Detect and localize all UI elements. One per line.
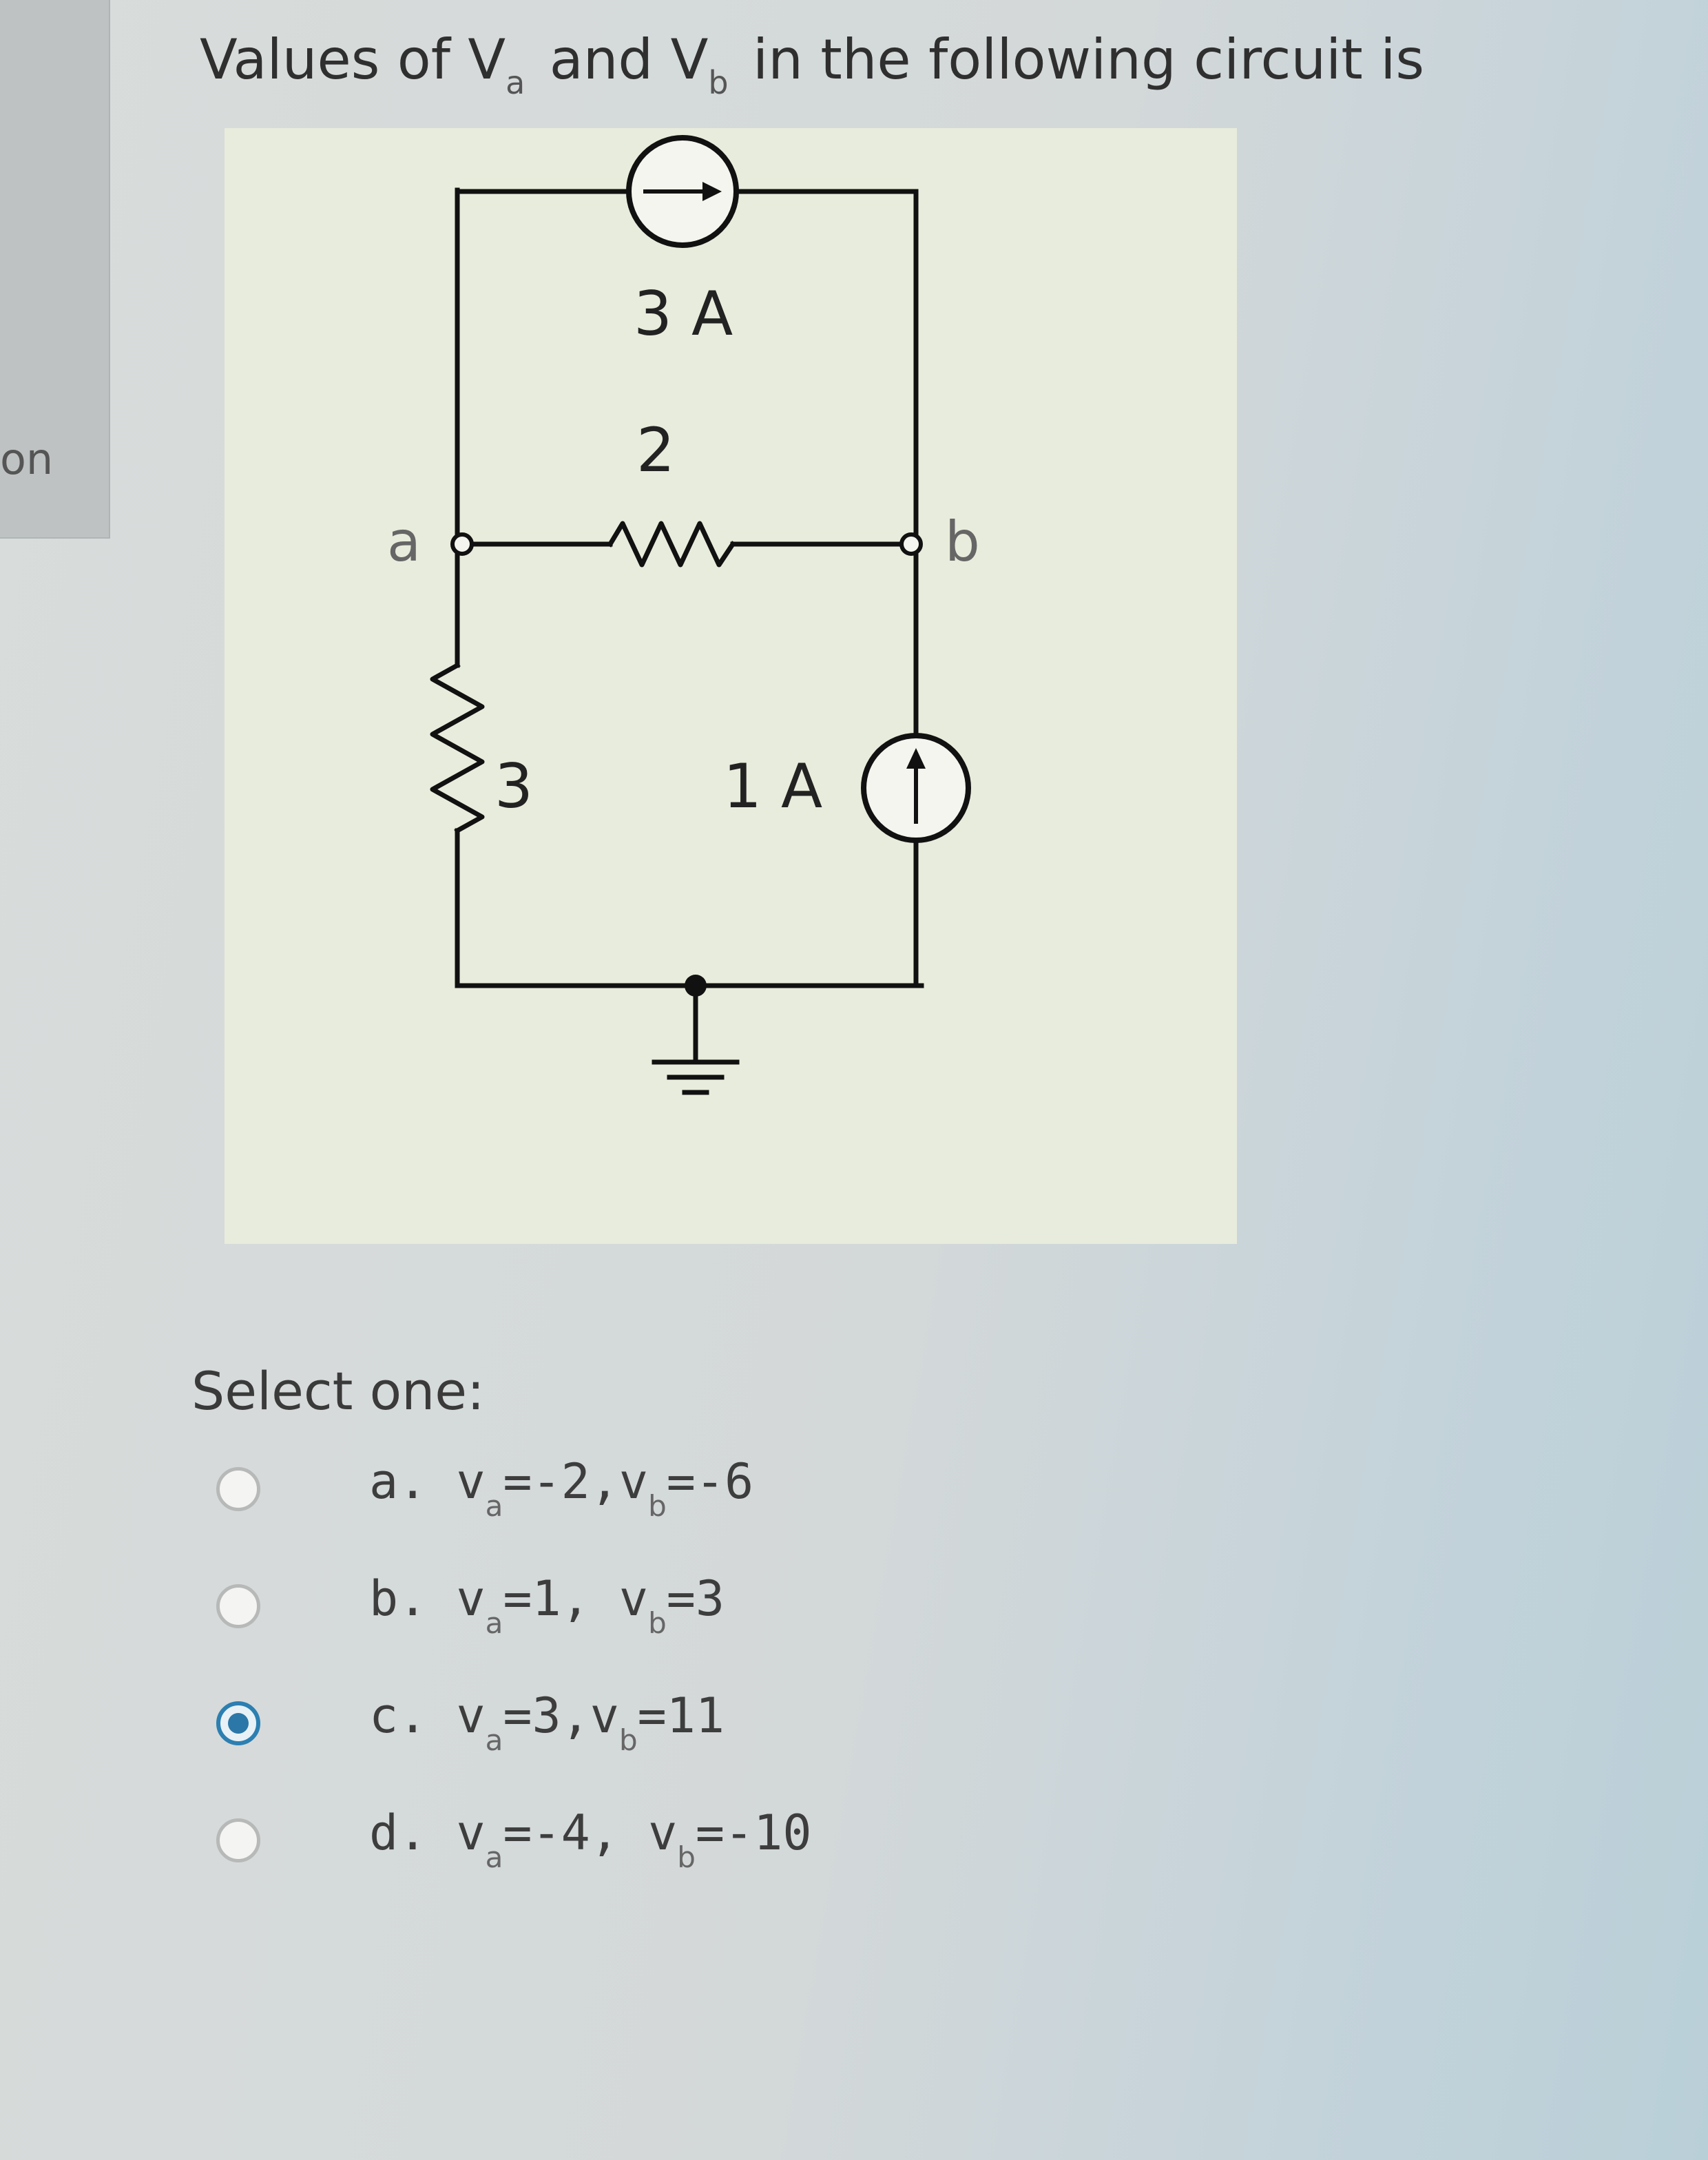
label-node-a: a <box>387 510 421 574</box>
question-text: Values of Va and Vb in the following cir… <box>200 28 1425 101</box>
option-d[interactable]: d. va=-4, vb=-10 <box>207 1805 1102 1887</box>
radio-button-c-selected[interactable] <box>216 1701 260 1745</box>
radio-button-b[interactable] <box>216 1584 260 1628</box>
label-3a: 3 A <box>634 278 733 349</box>
option-a-text[interactable]: a. va=-2,vb=-6 <box>369 1453 754 1523</box>
label-1a: 1 A <box>723 751 822 822</box>
resistor-2-zigzag <box>607 521 736 568</box>
circuit-diagram: 3 A 2 a b 3 1 A <box>387 135 980 1095</box>
option-b[interactable]: b. va=1, vb=3 <box>207 1570 1102 1653</box>
label-node-b: b <box>945 510 980 574</box>
option-a[interactable]: a. va=-2,vb=-6 <box>207 1453 1102 1536</box>
ground-junction-dot <box>685 975 707 997</box>
current-source-1a <box>861 733 971 843</box>
select-one-label: Select one: <box>191 1360 485 1422</box>
sidebar-partial-text: on <box>0 434 54 484</box>
option-b-text[interactable]: b. va=1, vb=3 <box>369 1570 725 1640</box>
circuit-figure: 3 A 2 a b 3 1 A <box>225 128 1237 1244</box>
radio-button-a[interactable] <box>216 1467 260 1511</box>
node-b-terminal <box>899 532 923 556</box>
current-source-3a <box>626 135 739 248</box>
radio-button-d[interactable] <box>216 1818 260 1862</box>
option-c[interactable]: c. va=3,vb=11 <box>207 1688 1102 1770</box>
node-a-terminal <box>450 532 474 556</box>
label-resistor-3: 3 <box>494 751 533 822</box>
left-sidebar-panel <box>0 0 110 539</box>
option-d-text[interactable]: d. va=-4, vb=-10 <box>369 1805 812 1874</box>
resistor-3-zigzag <box>430 662 485 834</box>
option-c-text[interactable]: c. va=3,vb=11 <box>369 1688 725 1757</box>
label-resistor-2: 2 <box>636 415 675 486</box>
